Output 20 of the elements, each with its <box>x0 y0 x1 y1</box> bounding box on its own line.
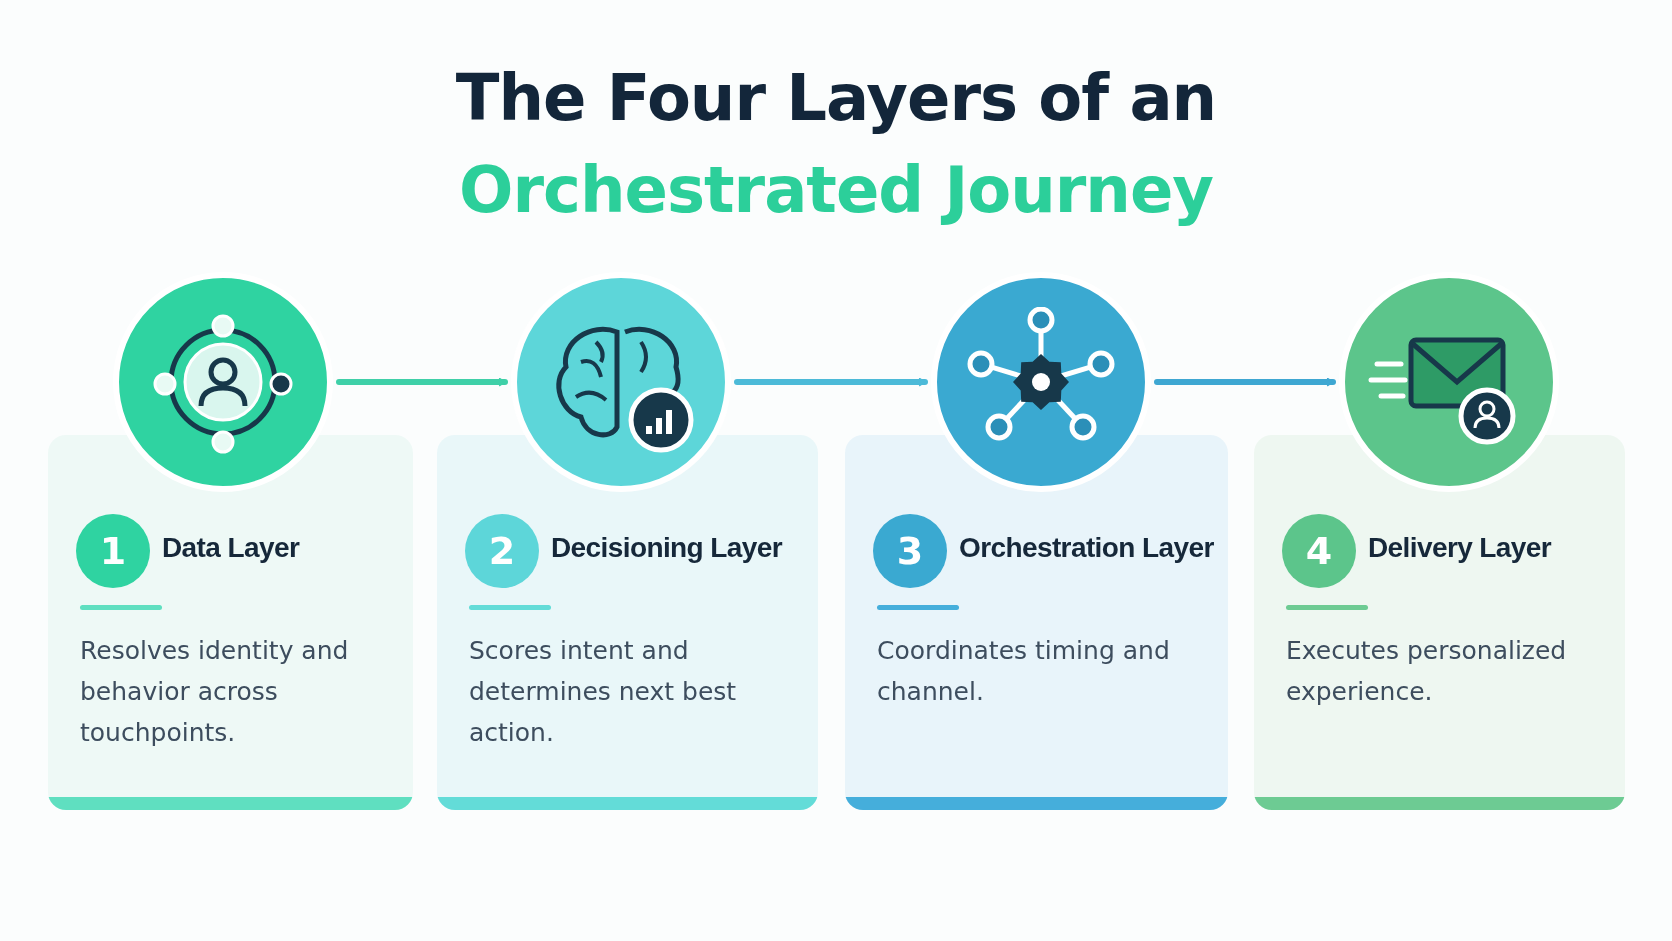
layer-card <box>845 435 1228 810</box>
arrow <box>1154 377 1336 387</box>
step-number: 1 <box>76 514 150 588</box>
step-number: 2 <box>465 514 539 588</box>
layer-description: Executes personalized experience. <box>1286 635 1568 708</box>
layer-card <box>1254 435 1625 810</box>
arrow <box>734 377 928 387</box>
title: The Four Layers of an Orchestrated Journey <box>454 60 1218 229</box>
step-number: 4 <box>1282 514 1356 588</box>
layer-title: Decisioning Layer <box>551 532 782 564</box>
layer-title: Data Layer <box>162 532 300 564</box>
layer-card <box>48 435 413 810</box>
layer-title: Orchestration Layer <box>959 532 1214 564</box>
arrow <box>336 377 508 387</box>
layer-description: Resolves identity and behavior across touchpoints. <box>80 635 350 749</box>
layer-description: Coordinates timing and channel. <box>877 635 1171 708</box>
layer-description: Scores intent and determines next best action. <box>469 635 738 749</box>
step-number: 3 <box>873 514 947 588</box>
layer-card <box>437 435 818 810</box>
layer-title: Delivery Layer <box>1368 532 1552 564</box>
